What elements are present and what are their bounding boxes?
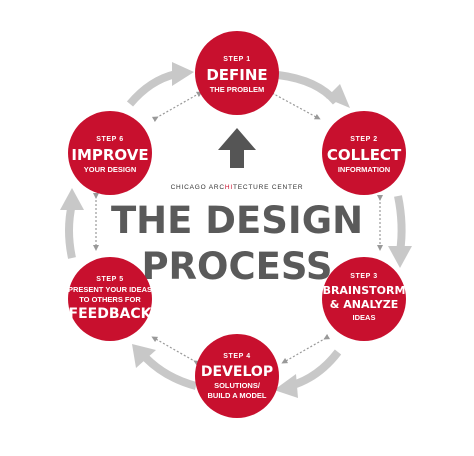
up-arrow-icon xyxy=(218,128,256,168)
step-4-subtitle-2: BUILD A MODEL xyxy=(207,391,266,400)
step-5-circle: STEP 5 PRESENT YOUR IDEAS TO OTHERS FOR … xyxy=(68,257,153,341)
step-5-subtitle: PRESENT YOUR IDEAS xyxy=(68,285,152,294)
cycle-arrows xyxy=(60,62,412,398)
dotted-double-arrow-icon xyxy=(151,336,201,367)
step-4-title: DEVELOP xyxy=(201,364,273,380)
step-6-title: IMPROVE xyxy=(71,146,148,164)
cycle-arrow-icon xyxy=(388,195,412,268)
step-2-subtitle: INFORMATION xyxy=(338,165,390,174)
brand-name: CHICAGO ARCHITECTURE CENTER xyxy=(171,184,304,191)
step-6-circle: STEP 6 IMPROVE YOUR DESIGN xyxy=(68,111,152,195)
dotted-double-arrow-icon xyxy=(151,91,203,123)
dotted-double-arrow-icon xyxy=(281,333,331,364)
step-4-circle: STEP 4 DEVELOP SOLUTIONS/ BUILD A MODEL xyxy=(195,334,279,418)
cycle-arrow-icon xyxy=(274,349,342,398)
step-1-title: DEFINE xyxy=(206,66,267,84)
step-5-label: STEP 5 xyxy=(96,276,124,283)
step-2-title: COLLECT xyxy=(327,146,402,164)
step-1-subtitle: THE PROBLEM xyxy=(210,85,265,94)
step-5-title: FEEDBACK xyxy=(69,306,153,322)
step-6-label: STEP 6 xyxy=(96,136,124,143)
cycle-arrow-icon xyxy=(277,71,350,108)
center-title-line2: PROCESS xyxy=(141,245,332,288)
step-1-circle: STEP 1 DEFINE THE PROBLEM xyxy=(195,31,279,115)
step-4-subtitle: SOLUTIONS/ xyxy=(214,381,261,390)
step-5-subtitle-2: TO OTHERS FOR xyxy=(79,295,141,304)
step-3-subtitle: IDEAS xyxy=(353,313,376,322)
cycle-arrow-icon xyxy=(60,188,84,259)
step-6-subtitle: YOUR DESIGN xyxy=(84,165,137,174)
step-3-title: BRAINSTORM xyxy=(323,284,406,297)
cycle-arrow-icon xyxy=(132,344,198,390)
step-3-label: STEP 3 xyxy=(350,273,378,280)
step-4-label: STEP 4 xyxy=(223,353,251,360)
step-3-title-2: & ANALYZE xyxy=(330,298,398,311)
step-2-circle: STEP 2 COLLECT INFORMATION xyxy=(322,111,406,195)
step-3-circle: STEP 3 BRAINSTORM & ANALYZE IDEAS xyxy=(322,257,406,341)
dotted-connectors xyxy=(93,88,383,367)
step-2-label: STEP 2 xyxy=(350,136,378,143)
center-title-line1: THE DESIGN xyxy=(111,199,363,242)
step-1-label: STEP 1 xyxy=(223,56,251,63)
dotted-double-arrow-icon xyxy=(267,88,321,120)
cycle-arrow-icon xyxy=(126,62,194,107)
